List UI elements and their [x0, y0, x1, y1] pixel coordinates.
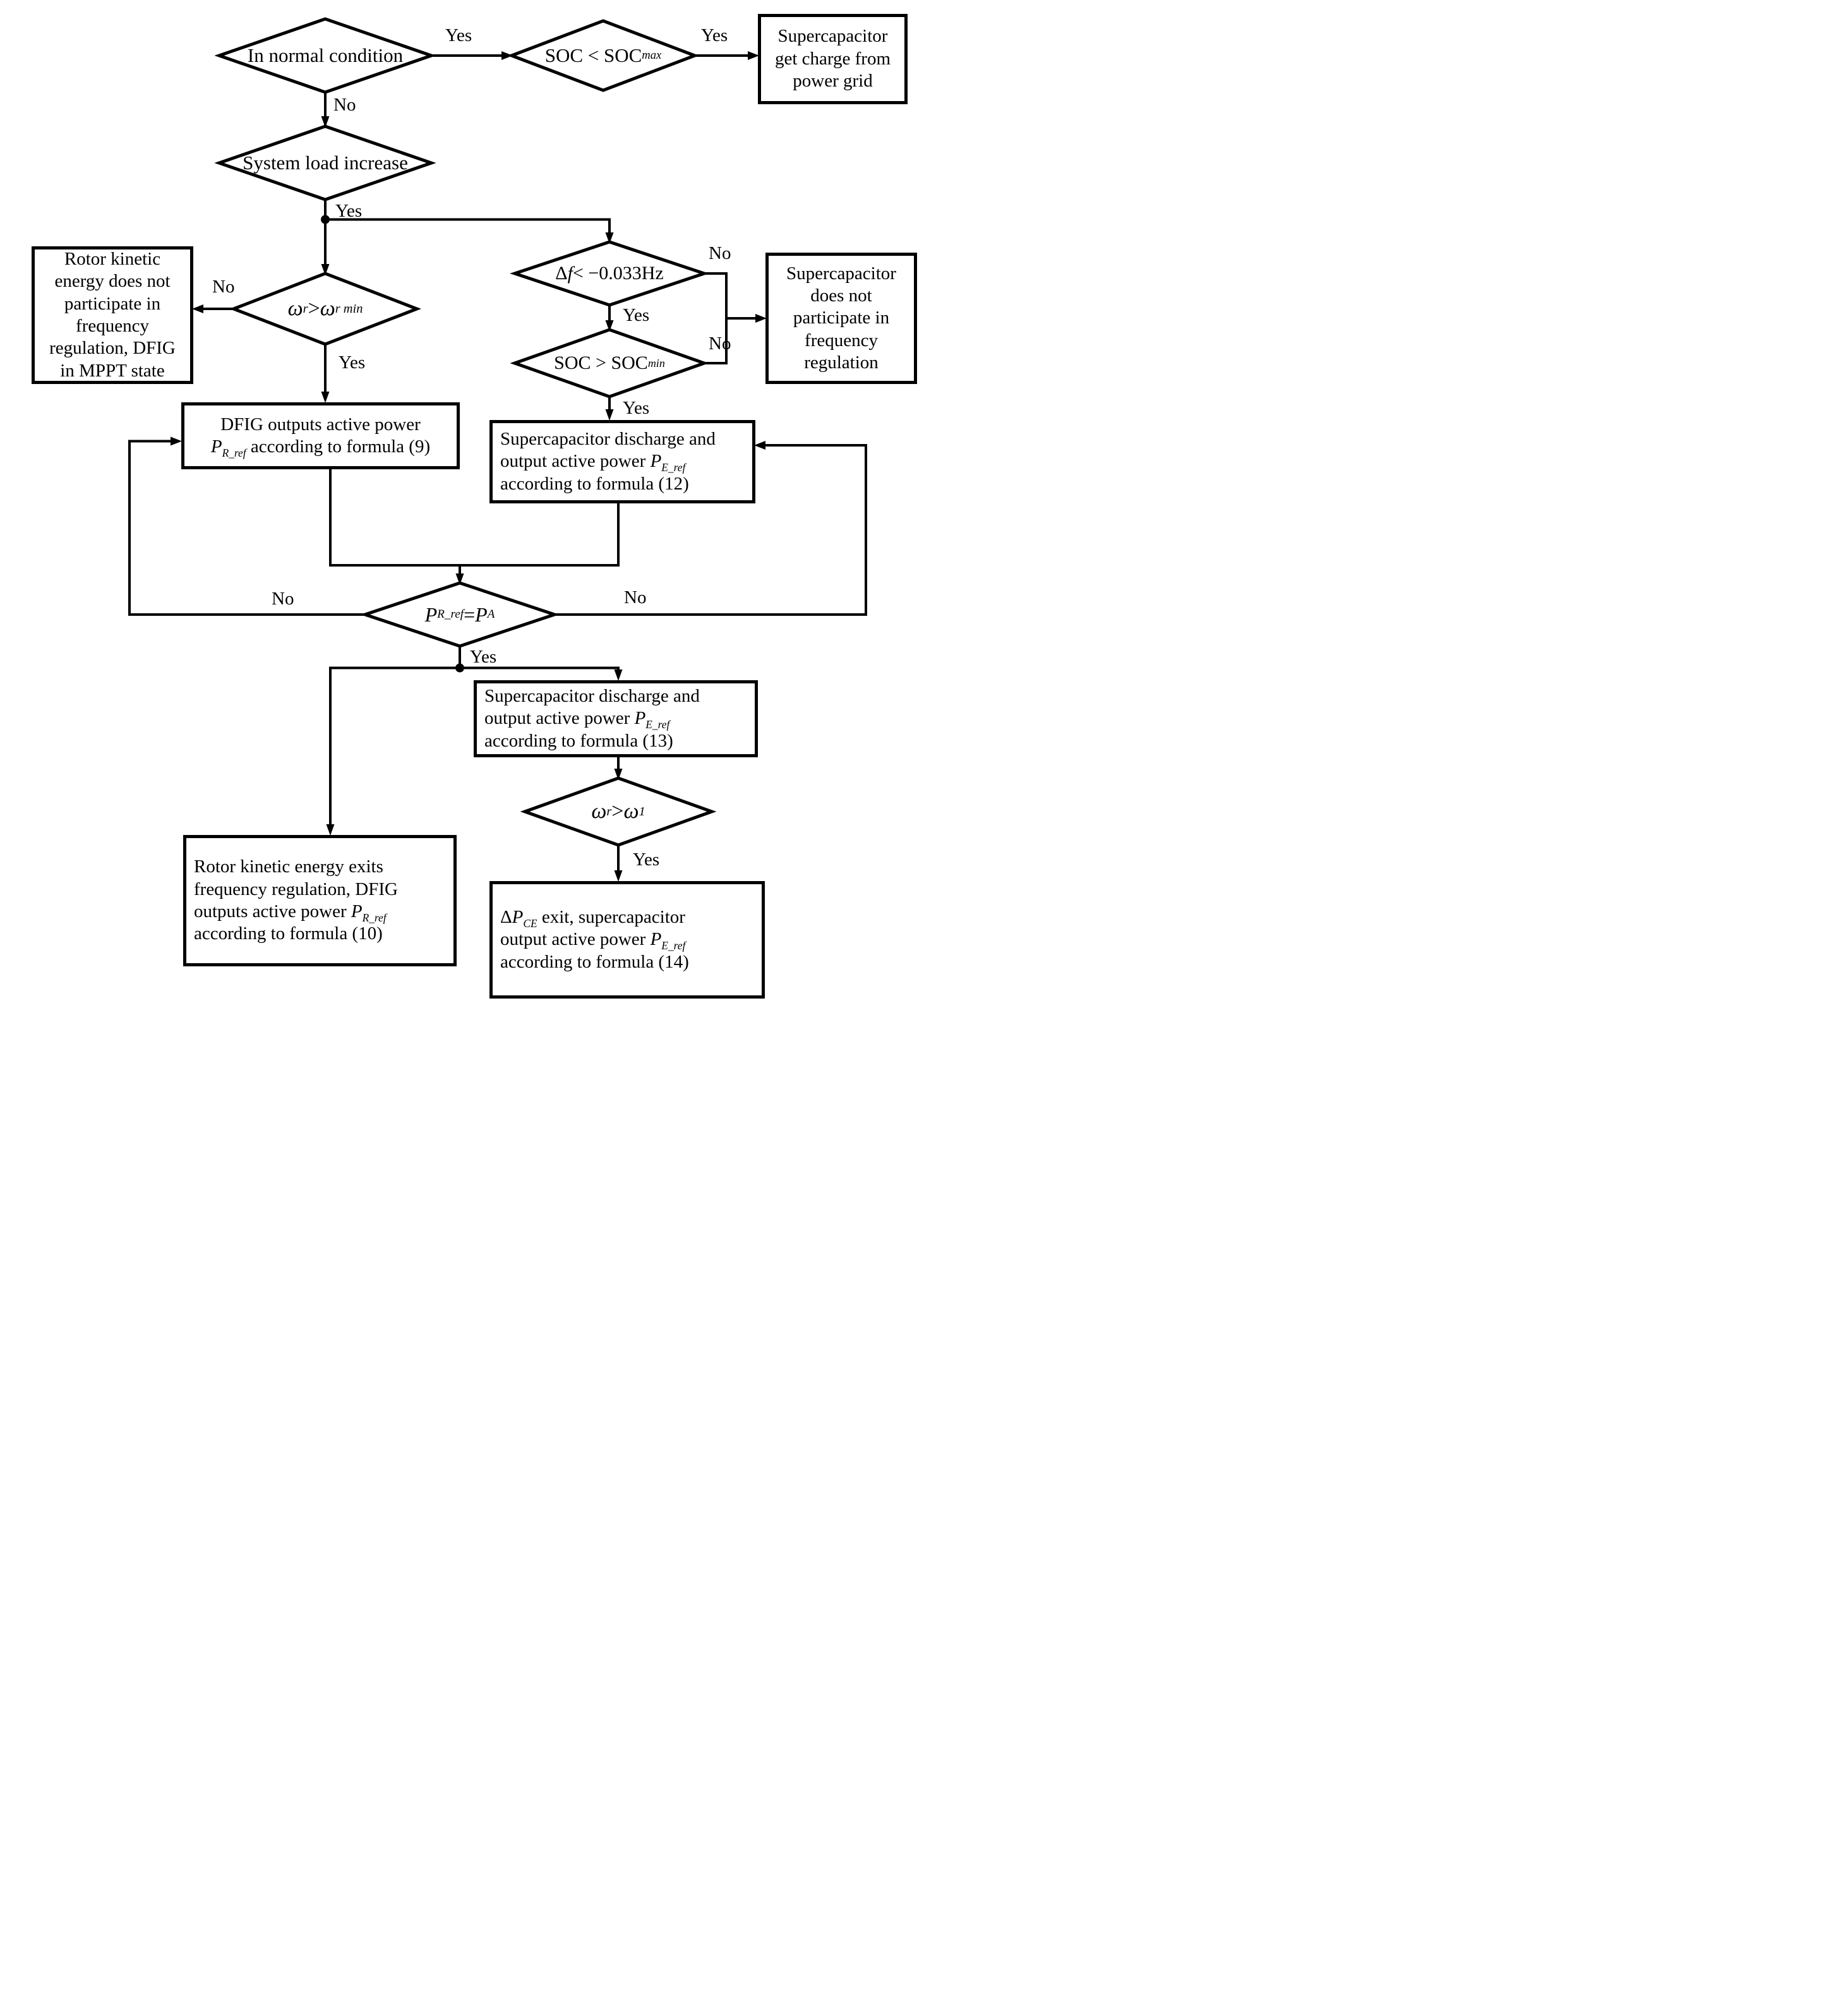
edge-label-prpa-no-right: No: [624, 587, 647, 608]
text-line: ΔPCE exit, supercapacitor: [500, 906, 685, 930]
text-line: output active power PE_ref: [500, 451, 686, 474]
arrowhead-into-scnofreq: [755, 314, 767, 323]
edge-label-socmax-yes: Yes: [701, 25, 728, 45]
text-line: regulation: [804, 352, 879, 373]
text-line: according to formula (12): [500, 473, 689, 494]
arrowhead-into-w1: [614, 769, 623, 780]
text-line: outputs active power PR_ref: [194, 901, 387, 924]
edge-label-w1-yes: Yes: [633, 849, 660, 870]
connector-prpa-no-right-loop: [555, 444, 867, 616]
edge-label-wrmin-yes: Yes: [339, 352, 366, 373]
arrowhead-into-f13: [614, 669, 623, 681]
arrowhead-into-prpa: [455, 573, 464, 585]
edge-label-df-yes: Yes: [623, 305, 650, 325]
arrowhead-into-dfigf9: [321, 392, 330, 403]
text-line: output active power PE_ref: [500, 929, 686, 952]
edge-label-df-no: No: [709, 243, 731, 263]
edge-label-normal-no: No: [333, 95, 356, 115]
text-line: according to formula (13): [484, 730, 673, 751]
arrowhead-into-gridcharge: [748, 51, 759, 60]
junction-dot-prpa-yes: [455, 663, 464, 673]
flowchart-wires: [128, 17, 867, 882]
junction-dot-load-yes: [321, 215, 330, 224]
decision-in-normal-shape: [214, 17, 436, 94]
arrowhead-into-dfigf9-left: [171, 436, 182, 446]
text-line: frequency: [76, 316, 149, 336]
edge-label-prpa-yes: Yes: [470, 647, 497, 667]
text-line: Rotor kinetic: [64, 248, 161, 269]
decision-soc-max-shape: [507, 19, 700, 92]
connector-prpa-no-left-loop: [128, 440, 365, 616]
connector-merge-to-prpa: [329, 468, 620, 573]
arrowhead-into-f12-right: [754, 441, 765, 450]
arrowhead-into-f12-top: [605, 409, 614, 421]
text-line: frequency: [805, 330, 878, 351]
arrowhead-into-load: [321, 116, 330, 128]
text-line: Supercapacitor: [786, 263, 896, 284]
text-line: Supercapacitor: [777, 26, 888, 47]
edge-label-socmin-yes: Yes: [623, 398, 650, 418]
connector-junction-to-df: [325, 218, 611, 232]
arrowhead-into-df: [605, 232, 614, 244]
arrowhead-into-rotormppt: [192, 304, 203, 313]
edge-label-normal-yes: Yes: [445, 25, 472, 45]
arrowhead-into-rotorexit: [326, 824, 335, 836]
decision-df-shape: [510, 240, 709, 307]
text-line: Supercapacitor discharge and: [484, 685, 700, 706]
decision-in-normal-label: In normal condition: [247, 44, 404, 66]
decision-load-increase-label: System load increase: [243, 152, 408, 174]
edge-label-socmin-no: No: [709, 333, 731, 354]
text-line: participate in: [793, 308, 890, 328]
text-line: DFIG outputs active power: [220, 414, 421, 435]
text-line: regulation, DFIG: [49, 338, 176, 359]
text-line: Rotor kinetic energy exits: [194, 856, 383, 877]
arrowhead-into-f14: [614, 870, 623, 882]
edge-label-wrmin-no: No: [212, 277, 235, 297]
arrowhead-into-wrmin: [321, 264, 330, 275]
decision-wr-min-shape: [229, 272, 421, 346]
text-line: Supercapacitor discharge and: [500, 428, 716, 449]
arrowhead-into-socmin: [605, 320, 614, 332]
text-line: PR_ref according to formula (9): [210, 436, 431, 459]
text-line: according to formula (14): [500, 951, 689, 972]
text-line: get charge from: [774, 48, 891, 69]
text-line: output active power PE_ref: [484, 708, 670, 731]
decision-load-increase-shape: [214, 124, 436, 201]
decision-soc-min-shape: [510, 328, 709, 399]
edge-label-load-yes: Yes: [335, 201, 363, 221]
decision-wr-w1-shape: [520, 776, 717, 847]
text-line: does not: [810, 285, 872, 306]
text-line: participate in: [64, 293, 161, 314]
edge-label-prpa-no-left: No: [272, 589, 294, 609]
text-line: frequency regulation, DFIG: [194, 879, 398, 899]
text-line: in MPPT state: [60, 360, 165, 381]
decision-pr-pa-shape: [360, 581, 560, 648]
text-line: energy does not: [54, 271, 171, 292]
text-line: power grid: [793, 71, 873, 92]
connector-no-rail: [704, 272, 755, 364]
text-line: according to formula (10): [194, 923, 383, 944]
